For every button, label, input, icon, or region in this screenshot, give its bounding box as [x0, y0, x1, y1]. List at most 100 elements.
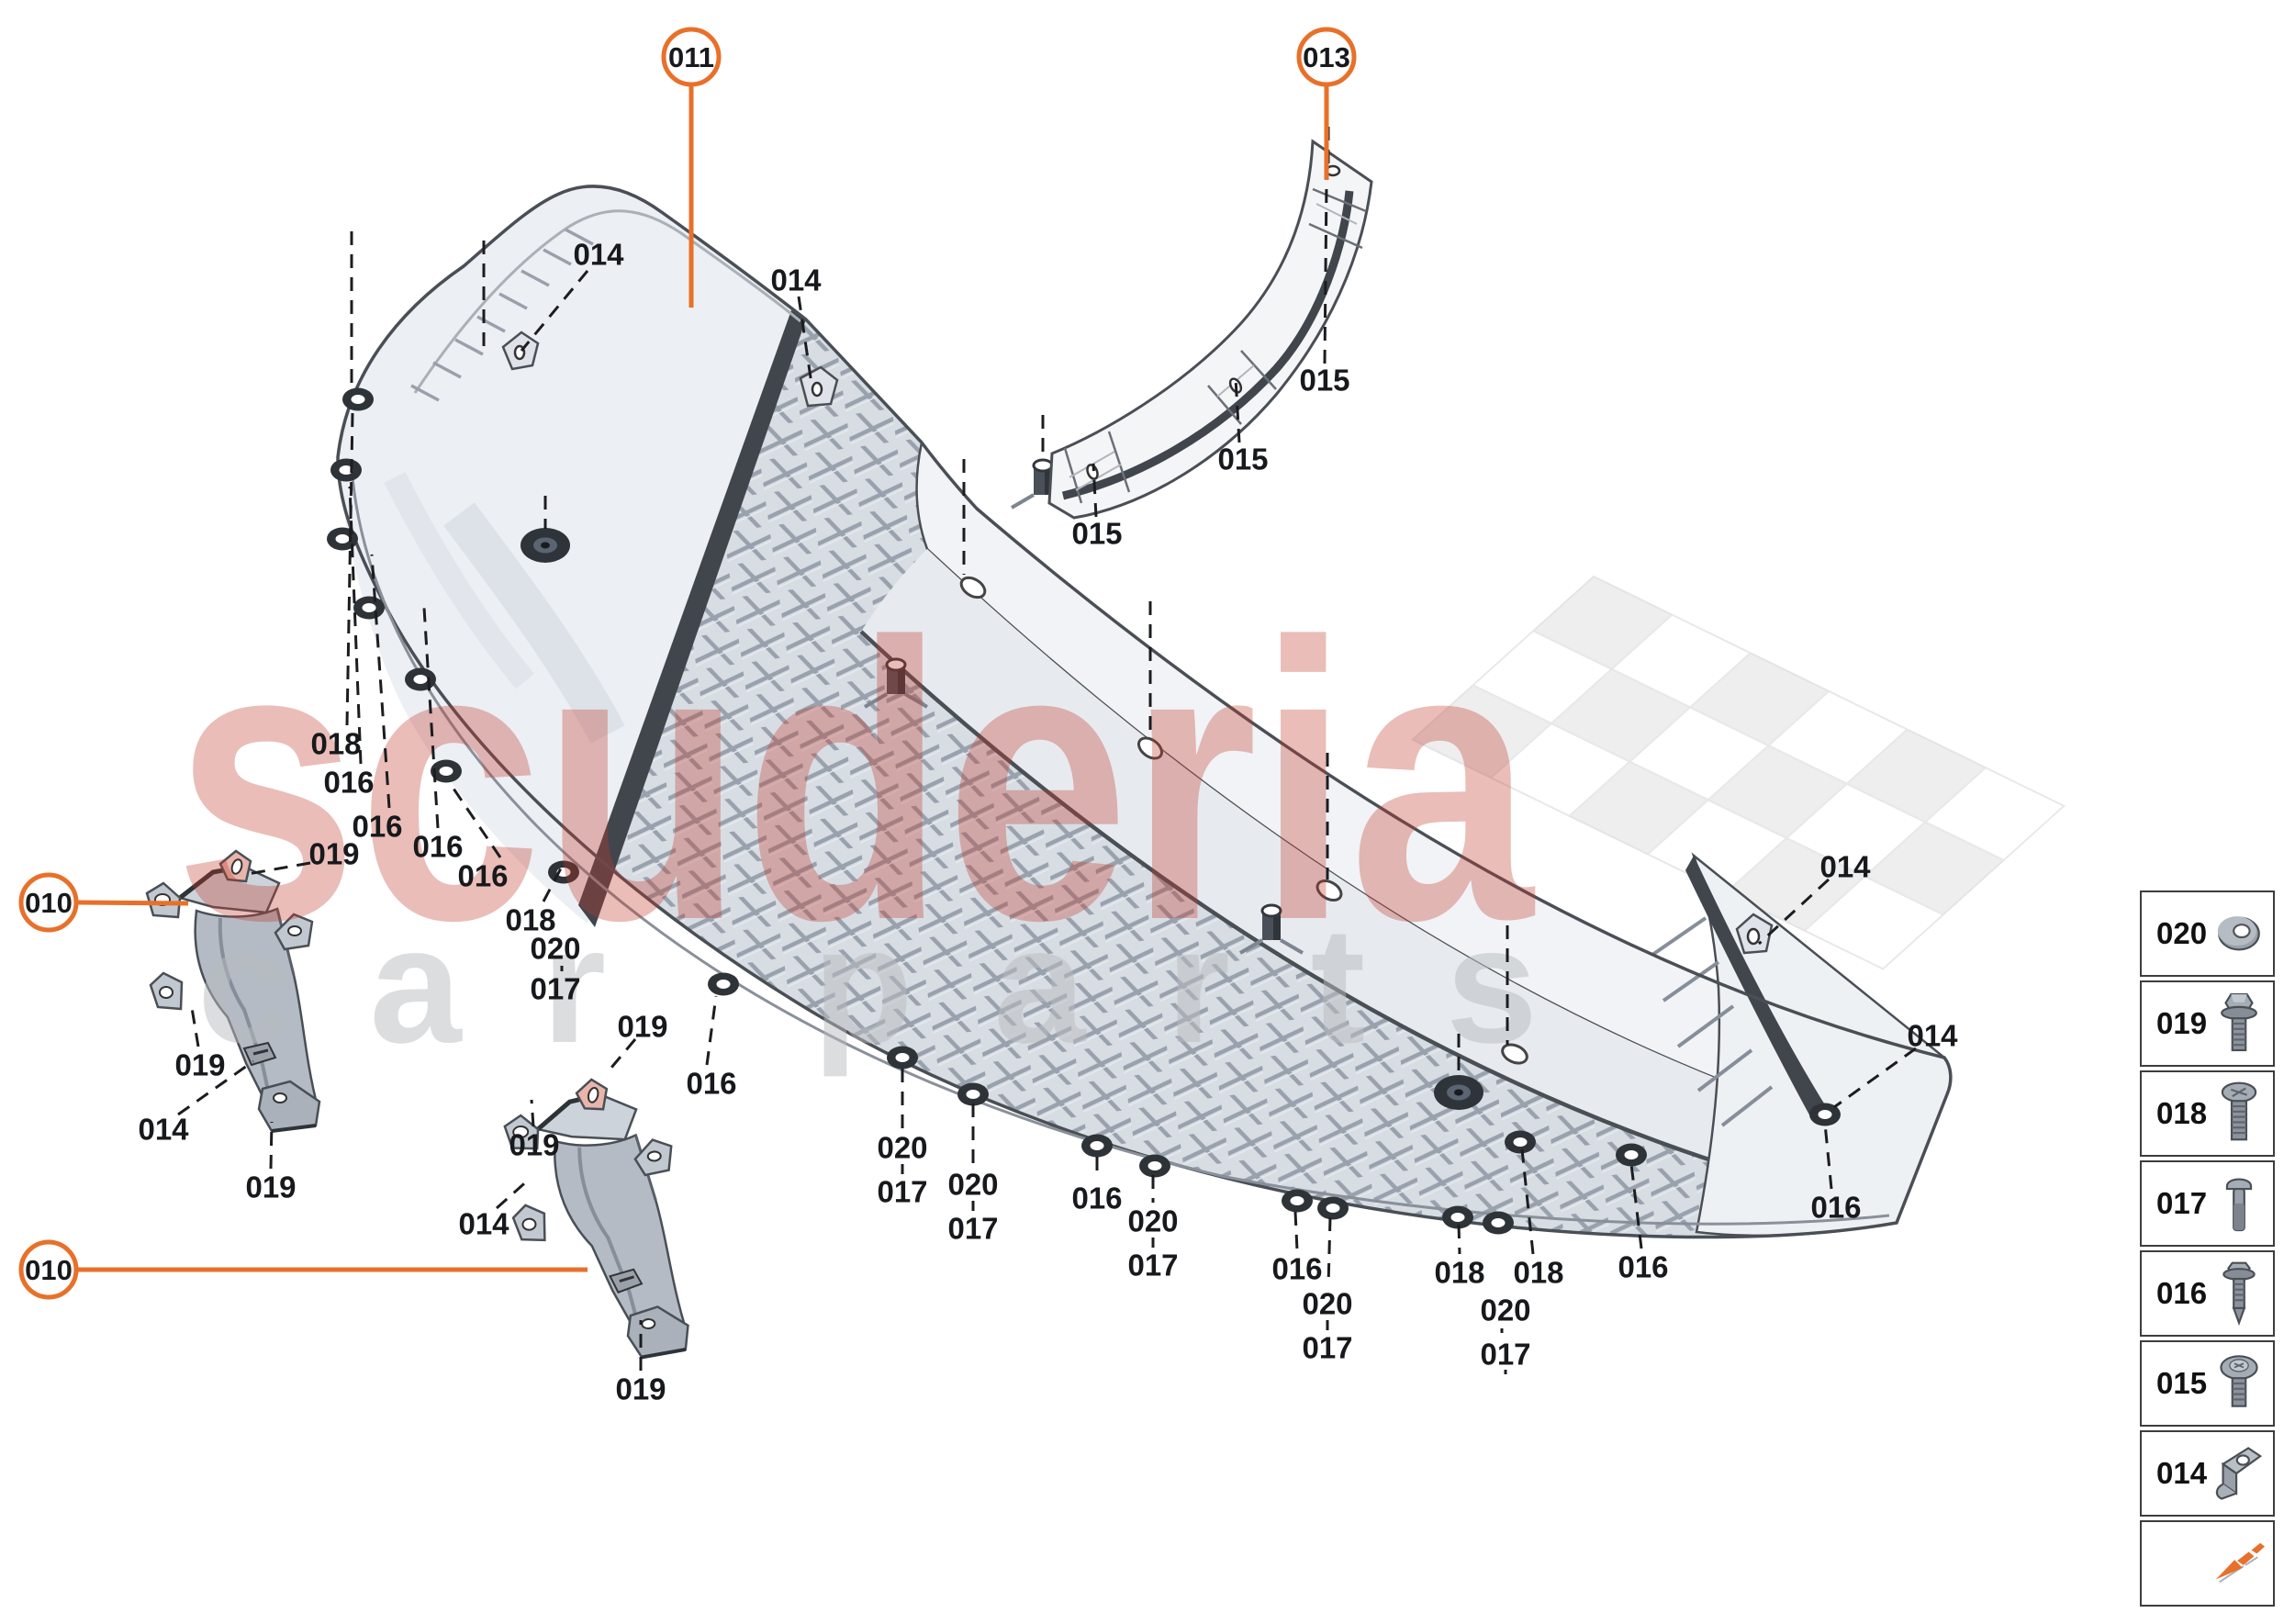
part-label: 014 — [770, 263, 822, 297]
leader-line — [348, 486, 363, 765]
part-label: 020 — [1127, 1204, 1178, 1238]
leader-line — [1757, 878, 1830, 946]
legend-row-019: 019 — [2140, 980, 2275, 1067]
part-label: 019 — [615, 1372, 666, 1406]
part-group-badge — [18, 1239, 79, 1300]
leader-line — [520, 270, 589, 352]
part-label: 015 — [1071, 517, 1122, 551]
leader-line — [1234, 377, 1241, 443]
part-label: 019 — [174, 1048, 225, 1082]
reinforcement-strip-drawing — [1047, 139, 1373, 520]
underbody-panel-drawing — [327, 185, 1953, 1239]
part-group-badge — [1296, 27, 1357, 87]
part-label: 018 — [1513, 1256, 1563, 1290]
part-label: 017 — [947, 1212, 998, 1246]
part-group-badge-label: 010 — [25, 887, 73, 919]
leader-line — [1823, 1123, 1833, 1190]
legend-part-number: 014 — [2156, 1456, 2208, 1490]
part-label: 016 — [1810, 1191, 1861, 1225]
leader-line — [496, 1177, 531, 1210]
part-label: 016 — [1271, 1252, 1322, 1286]
part-label: 015 — [1217, 442, 1268, 476]
leader-line — [604, 1038, 637, 1075]
legend-part-number: 018 — [2156, 1096, 2208, 1130]
part-label: 016 — [1618, 1250, 1668, 1284]
leader-line — [1457, 1224, 1461, 1255]
legend-row-direction — [2140, 1520, 2275, 1607]
part-label: 016 — [352, 810, 402, 844]
part-label: 014 — [1907, 1019, 1958, 1053]
leader-line — [190, 1007, 200, 1047]
part-label: 016 — [457, 859, 508, 893]
leader-line — [450, 785, 502, 858]
part-group-badge-label: 013 — [1303, 41, 1350, 73]
part-label: 018 — [1434, 1256, 1484, 1290]
part-label: 017 — [530, 972, 580, 1006]
leader-line — [1092, 463, 1098, 518]
watermark-tagline: car parts — [197, 893, 1538, 1078]
part-label: 019 — [245, 1170, 296, 1204]
part-label: 020 — [947, 1168, 998, 1202]
legend-part-number: 019 — [2156, 1006, 2208, 1040]
bracket-center — [502, 1075, 689, 1363]
part-label: 019 — [617, 1010, 667, 1044]
checkered-flag-graphic — [1411, 575, 2066, 970]
legend-row-014: 014 — [2140, 1430, 2275, 1517]
leader-line — [1629, 1163, 1643, 1249]
part-label: 017 — [1127, 1249, 1178, 1282]
washer-icon — [2212, 897, 2266, 970]
u-nut-clip-icon — [2212, 1437, 2266, 1510]
part-group-badge — [18, 872, 79, 933]
part-label: 015 — [1299, 364, 1349, 398]
part-group-badge-label: 011 — [668, 41, 714, 73]
part-label: 017 — [1480, 1338, 1530, 1372]
hex-flange-bolt-icon — [2212, 987, 2266, 1060]
part-label: 014 — [573, 238, 624, 272]
leader-line — [345, 412, 354, 726]
part-label: 014 — [1819, 850, 1871, 884]
watermark-brand: scuderia — [174, 562, 1535, 1002]
part-label: 019 — [308, 837, 359, 871]
pan-head-screw-icon — [2212, 1077, 2266, 1150]
part-group-badge-label: 010 — [25, 1254, 73, 1286]
leader-line — [1833, 1047, 1917, 1109]
part-label: 016 — [323, 766, 374, 800]
part-label: 014 — [138, 1113, 189, 1147]
leader-lines-layer — [177, 127, 1917, 1374]
part-label: 018 — [310, 727, 361, 761]
legend-row-020: 020 — [2140, 890, 2275, 977]
part-label: 016 — [1071, 1182, 1122, 1215]
part-label: 020 — [877, 1131, 927, 1165]
part-label: 020 — [530, 932, 580, 966]
part-label: 017 — [877, 1175, 927, 1209]
leader-line — [370, 554, 391, 809]
leader-line — [422, 607, 440, 829]
self-tapping-screw-icon — [2212, 1257, 2266, 1330]
part-label: 020 — [1302, 1287, 1352, 1321]
leader-line — [530, 1099, 535, 1127]
leader-line — [705, 995, 718, 1066]
leader-line — [797, 296, 813, 385]
part-label: 016 — [412, 830, 463, 864]
part-label: 019 — [509, 1128, 559, 1162]
legend-row-015: 015 — [2140, 1340, 2275, 1427]
direction-arrow-icon — [2212, 1527, 2266, 1600]
legend-part-number: 017 — [2156, 1186, 2208, 1220]
leader-line — [1520, 1148, 1535, 1255]
leader-line — [1323, 183, 1328, 364]
legend-row-017: 017 — [2140, 1160, 2275, 1247]
leader-line — [1293, 1211, 1299, 1251]
leader-line — [1327, 1216, 1332, 1286]
part-label: 017 — [1302, 1331, 1352, 1365]
legend-part-number: 015 — [2156, 1366, 2208, 1400]
part-label: 014 — [458, 1207, 509, 1241]
legend-part-number: 020 — [2156, 916, 2208, 950]
dome-bolt-icon — [2212, 1167, 2266, 1240]
leader-line — [269, 1121, 274, 1170]
leader-line — [542, 866, 564, 902]
torx-screw-icon — [2212, 1347, 2266, 1420]
part-label: 016 — [686, 1067, 736, 1101]
